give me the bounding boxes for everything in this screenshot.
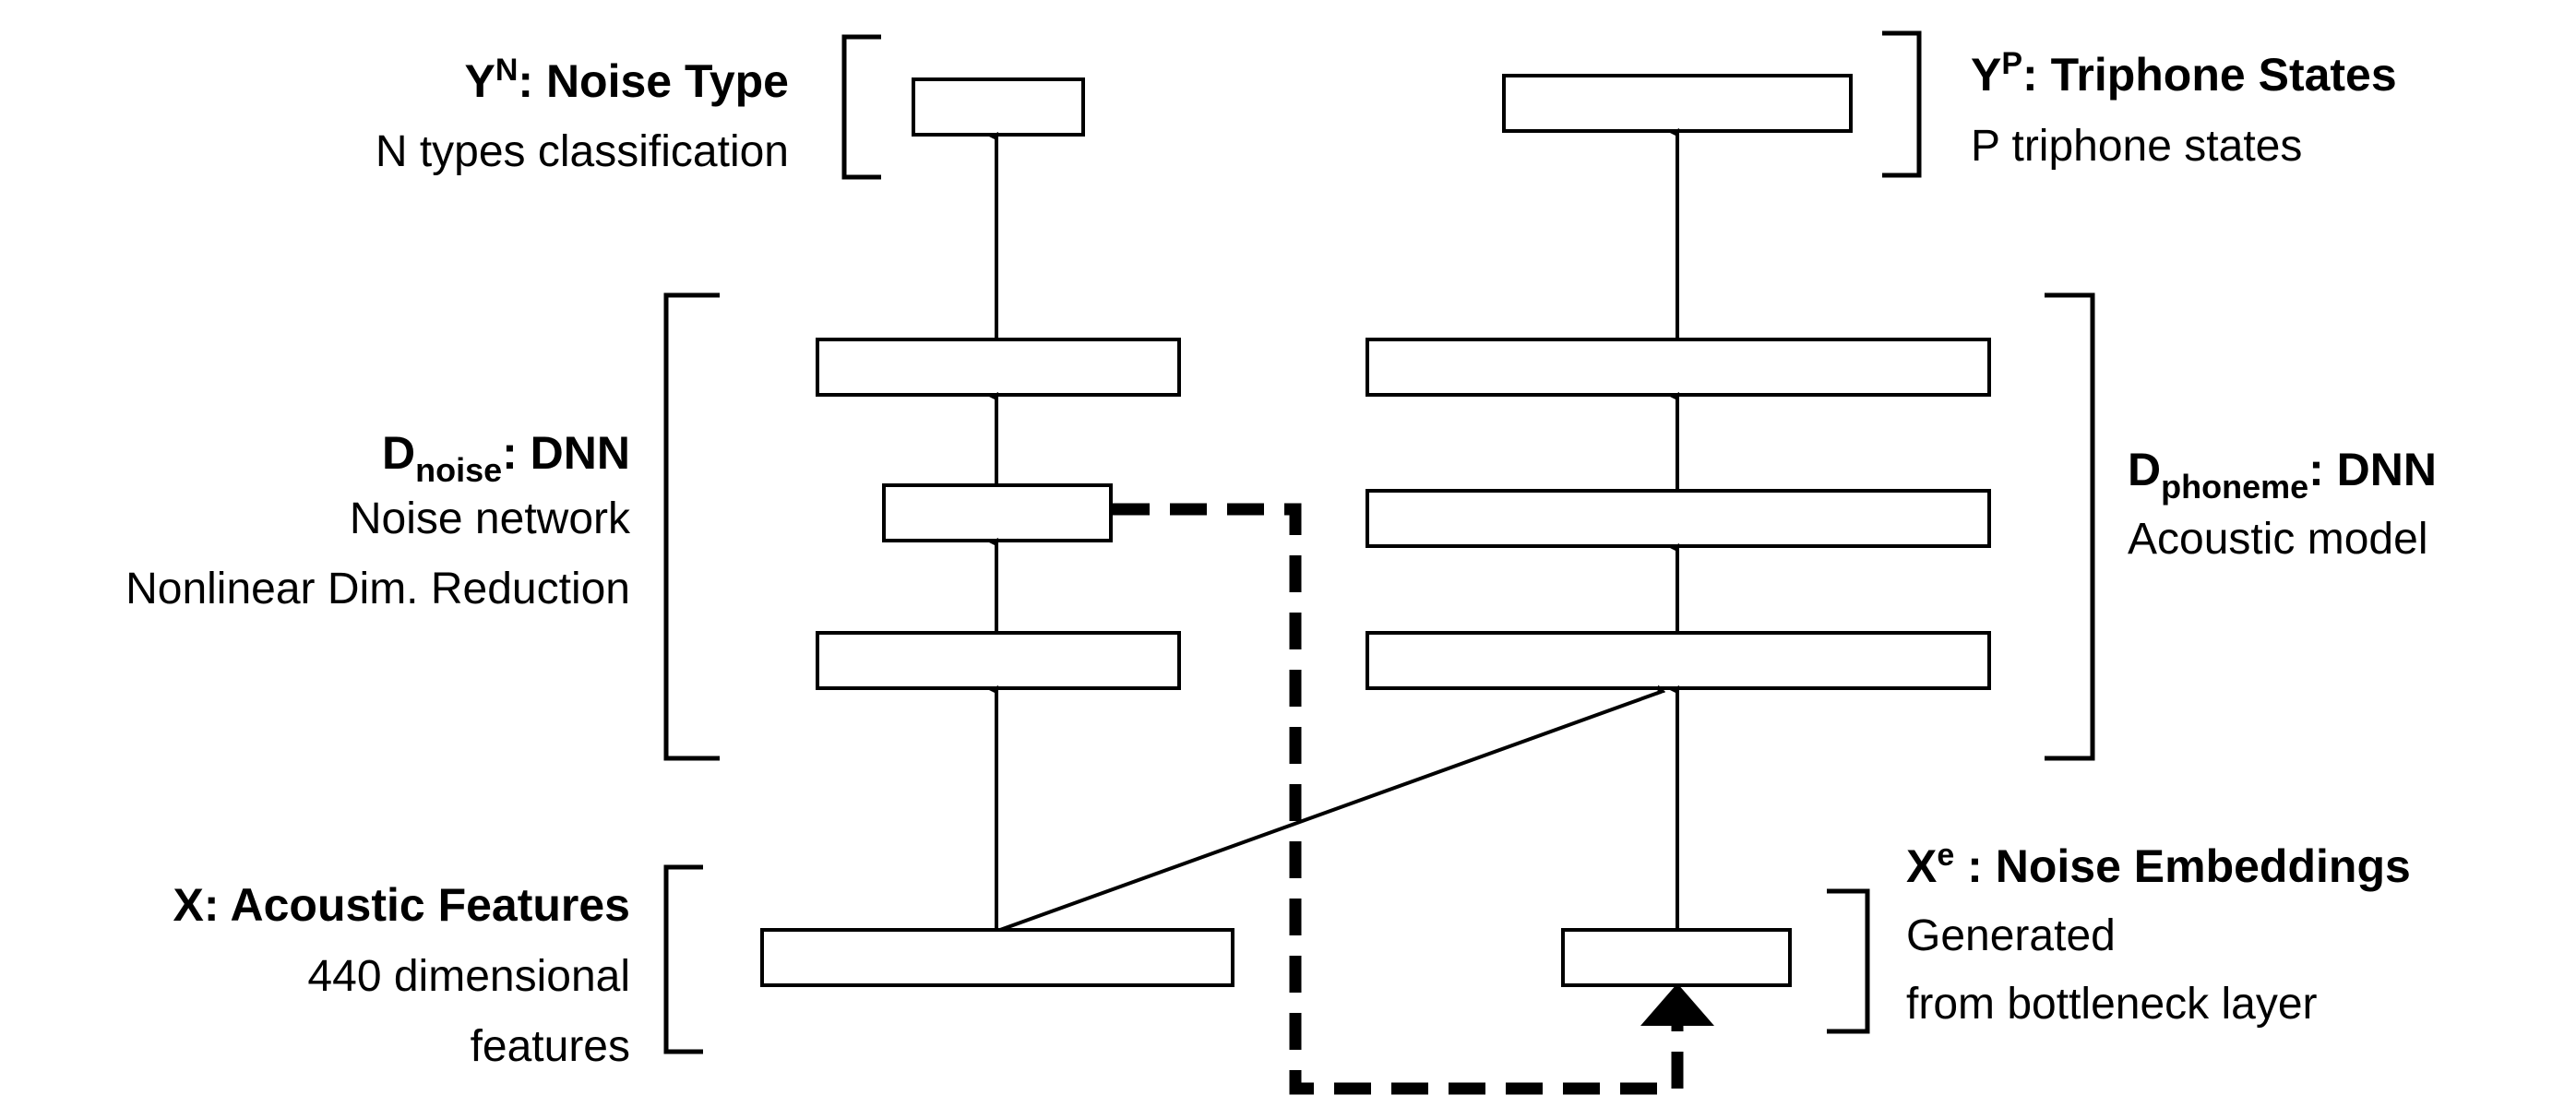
- bracket-noise-type: [841, 34, 881, 180]
- noise-hidden-layer-1: [816, 631, 1181, 690]
- triphone-states-title: YP: Triphone States: [1971, 46, 2397, 101]
- noise-embeddings-description-1: Generated: [1906, 911, 2116, 960]
- triphone-output-layer: [1502, 74, 1853, 133]
- phoneme-hidden-layer-1: [1366, 631, 1991, 690]
- noise-type-title: YN: Noise Type: [464, 53, 789, 107]
- embeddings-thick-arrowhead: [1640, 983, 1714, 1026]
- noise-embeddings-description-2: from bottleneck layer: [1906, 980, 2318, 1029]
- acoustic-features-description-2: features: [471, 1022, 630, 1071]
- dnoise-description-2: Nonlinear Dim. Reduction: [125, 565, 630, 613]
- bracket-noise-embeddings: [1827, 888, 1870, 1034]
- acoustic-features-input-layer: [760, 928, 1234, 987]
- bracket-dphoneme: [2045, 292, 2095, 761]
- noise-bottleneck-layer: [882, 483, 1113, 542]
- noise-embeddings-input-layer: [1561, 928, 1792, 987]
- phoneme-hidden-layer-3: [1366, 338, 1991, 397]
- acoustic-features-title: X: Acoustic Features: [173, 879, 630, 931]
- noise-type-description: N types classification: [376, 127, 789, 176]
- noise-embeddings-title: Xe : Noise Embeddings: [1906, 838, 2411, 892]
- acoustic-features-description-1: 440 dimensional: [307, 952, 630, 1001]
- dnoise-title: Dnoise: DNN: [382, 427, 630, 489]
- dphoneme-description: Acoustic model: [2128, 515, 2427, 564]
- arrow-features-to-acoustic-model: [999, 684, 1666, 932]
- bracket-triphone-states: [1882, 30, 1922, 178]
- bracket-dnoise: [663, 292, 720, 761]
- bottleneck-to-embeddings-dashed-path: [1113, 503, 1684, 1095]
- dnoise-description-1: Noise network: [350, 494, 631, 543]
- dphoneme-title: Dphoneme: DNN: [2128, 444, 2437, 506]
- triphone-states-description: P triphone states: [1971, 122, 2302, 171]
- phoneme-hidden-layer-2: [1366, 489, 1991, 548]
- noise-hidden-layer-3: [816, 338, 1181, 397]
- bracket-acoustic-features: [663, 864, 703, 1054]
- noise-output-layer: [912, 77, 1085, 137]
